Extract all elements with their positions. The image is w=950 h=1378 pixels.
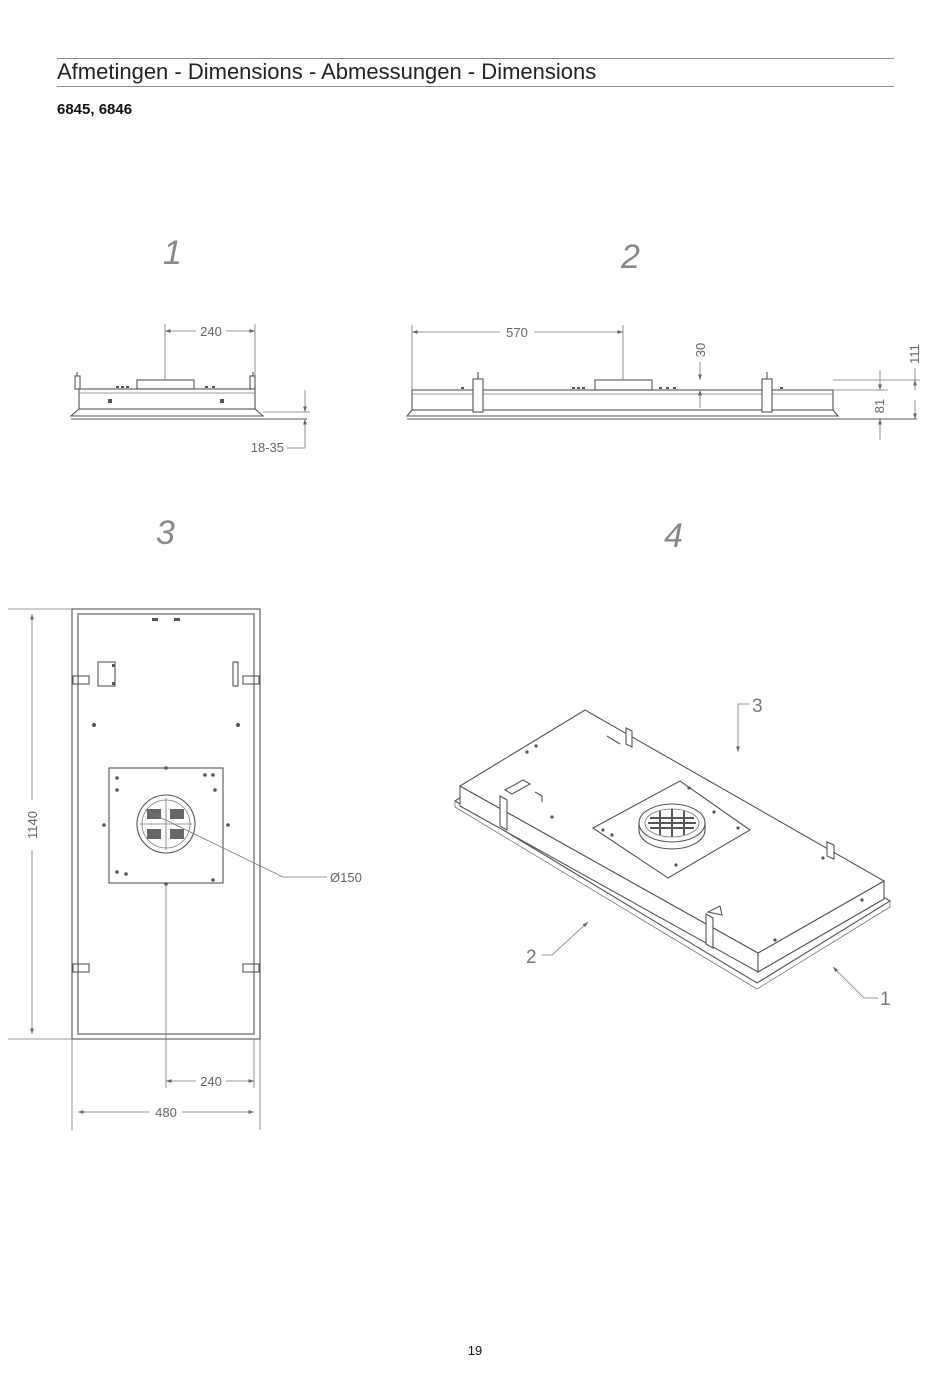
view-1-dim-depth: 18-35 — [251, 440, 284, 455]
view-2-dim-total: 111 — [907, 344, 922, 364]
model-numbers: 6845, 6846 — [57, 101, 133, 118]
view-4-isometric: 4 — [453, 517, 892, 1010]
view-3-dim-width: 480 — [155, 1105, 177, 1120]
view-2-dim-body: 81 — [872, 399, 887, 413]
view-2-front: 2 570 30 81 111 — [405, 238, 922, 440]
page-number: 19 — [467, 1343, 483, 1358]
view-3-dim-half: 240 — [200, 1074, 222, 1089]
view-1-frame — [69, 408, 265, 417]
header-bottom-rule — [57, 86, 894, 87]
view-4-brackets — [499, 727, 835, 949]
view-1-dim-width: 240 — [200, 324, 222, 339]
view-1-collar — [136, 379, 195, 390]
view-2-dim-top: 30 — [693, 343, 708, 357]
view-3-dim-diameter: Ø150 — [330, 870, 362, 885]
view-3-label: 3 — [156, 514, 175, 552]
view-3-dim-length: 1140 — [25, 811, 40, 839]
header-top-rule — [57, 58, 894, 59]
view-4-callout-3: 3 — [752, 696, 763, 717]
view-2-collar — [594, 379, 653, 391]
view-3-fan-outlet — [136, 794, 196, 854]
view-4-label: 4 — [664, 517, 683, 555]
view-2-dim-length: 570 — [506, 325, 528, 340]
view-1-side: 1 240 18-35 — [69, 234, 310, 455]
view-3-top: 3 Ø150 1140 — [8, 514, 362, 1130]
page-title: Afmetingen - Dimensions - Abmessungen - … — [57, 59, 597, 84]
view-1-label: 1 — [163, 234, 182, 272]
view-4-motor-plate — [591, 780, 752, 879]
view-4-callout-1: 1 — [880, 989, 891, 1010]
view-2-label: 2 — [620, 238, 640, 276]
view-1-body — [78, 388, 256, 410]
view-4-callout-2: 2 — [526, 947, 537, 968]
